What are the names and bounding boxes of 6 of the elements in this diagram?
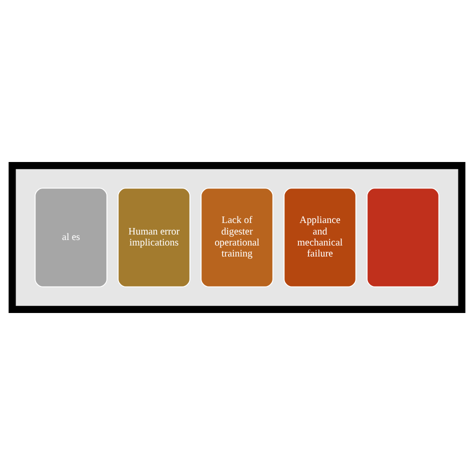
node-box: Appliance and mechanical failure <box>284 187 356 287</box>
node-box <box>366 187 440 287</box>
node-box: Lack of digester operational training <box>200 187 274 287</box>
node-box: Human error implications <box>118 187 190 287</box>
node-box: al es <box>34 187 108 287</box>
cluster <box>16 168 458 306</box>
